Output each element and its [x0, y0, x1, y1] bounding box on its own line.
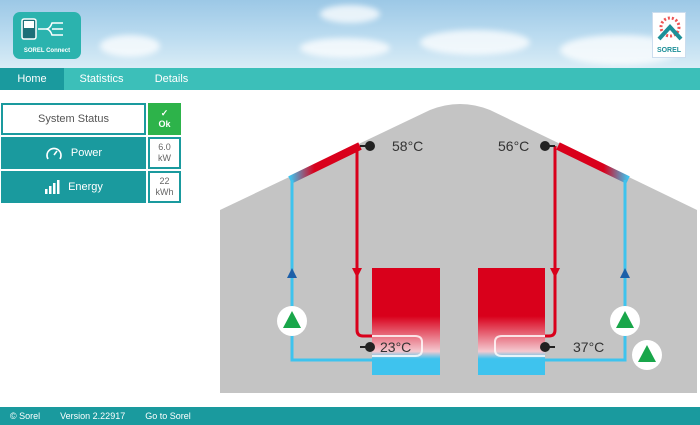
footer: © Sorel Version 2.22917 Go to Sorel: [0, 407, 700, 425]
system-status-label: System Status: [38, 113, 109, 125]
sorel-connect-logo[interactable]: SOREL Connect: [13, 12, 81, 59]
power-button[interactable]: Power: [1, 137, 146, 169]
version: Version 2.22917: [60, 411, 126, 421]
right-tank: [478, 268, 545, 375]
right-collector: [556, 142, 630, 184]
right-tank-temp: 37°C: [573, 339, 604, 355]
sun-house-icon: [657, 16, 683, 41]
left-collector-temp: 58°C: [392, 138, 423, 154]
power-number: 6.0: [158, 142, 171, 152]
power-unit: kW: [158, 153, 171, 163]
header-banner: SOREL Connect SOREL: [0, 0, 700, 68]
left-tank-temp: 23°C: [380, 339, 411, 355]
energy-number: 22: [159, 176, 170, 186]
connect-icon: [21, 18, 63, 40]
bar-chart-icon: [45, 180, 60, 194]
house-shape: [220, 104, 697, 393]
right-collector-temp: 56°C: [498, 138, 529, 154]
sorel-brand-logo[interactable]: SOREL: [652, 12, 686, 58]
gauge-icon: [46, 147, 62, 160]
power-label: Power: [70, 147, 103, 159]
tab-details[interactable]: Details: [154, 73, 189, 85]
left-pump-icon: [277, 306, 307, 336]
logo-text: SOREL Connect: [23, 48, 71, 54]
right-pump-2-icon: [632, 340, 662, 370]
left-tank: [372, 268, 440, 375]
energy-label: Energy: [68, 181, 103, 193]
system-status-button[interactable]: System Status: [1, 103, 146, 135]
go-to-sorel-link[interactable]: Go to Sorel: [145, 411, 191, 421]
status-value: Ok: [158, 119, 171, 129]
left-collector: [288, 142, 362, 184]
copyright: © Sorel: [10, 411, 41, 421]
right-pump-icon: [610, 306, 640, 336]
energy-button[interactable]: Energy: [1, 171, 146, 203]
tab-statistics[interactable]: Statistics: [79, 73, 124, 85]
main-nav: Home Statistics Details: [0, 68, 700, 90]
energy-unit: kWh: [155, 187, 174, 197]
check-icon: ✓: [160, 108, 169, 118]
status-badge: ✓Ok: [148, 103, 181, 135]
sorel-brand-text: SOREL: [656, 47, 682, 54]
tab-home[interactable]: Home: [0, 68, 64, 90]
